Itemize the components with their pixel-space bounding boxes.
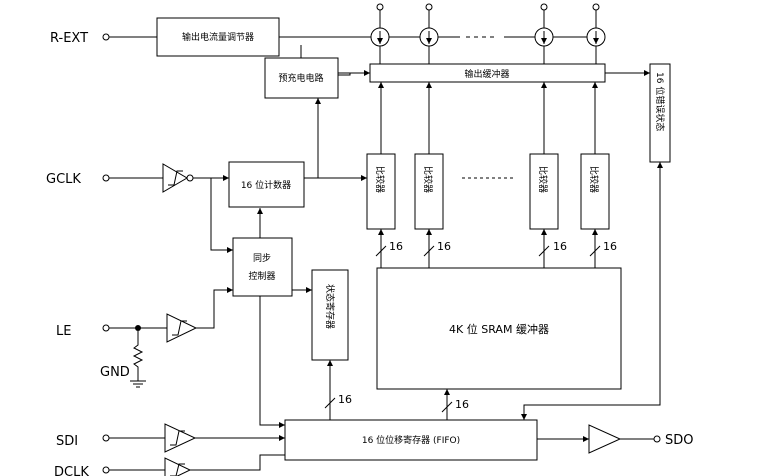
status-register-box: [311, 269, 349, 361]
sync-controller-box: [232, 237, 293, 297]
pin-label-rext: R-EXT: [50, 31, 88, 46]
bus-label-sram: 16: [455, 398, 469, 411]
sync-controller-label-2: 控制器: [248, 270, 275, 282]
sram-box: [376, 267, 622, 390]
sync-to-shift: [259, 296, 285, 428]
comparator-2-label: 比较器: [422, 166, 434, 193]
comparator-2-box: [414, 153, 444, 230]
sync-controller-label-1: 同步: [253, 253, 271, 264]
sdi-schmitt-buffer: [164, 423, 197, 453]
current-regulator-box: [156, 17, 280, 57]
comparator-1-label: 比较器: [374, 166, 386, 193]
pin-sdi-terminal: [102, 434, 110, 442]
bus-label-cmp2: 16: [437, 240, 451, 253]
pin-label-gnd: GND: [100, 365, 130, 380]
bus-label-cmp1: 16: [389, 240, 403, 253]
gnd-resistor: [132, 331, 144, 372]
comparator-1-box: [366, 153, 396, 230]
sram-label: 4K 位 SRAM 缓冲器: [449, 322, 549, 336]
error-status-label: 16 位错误状态: [654, 72, 666, 131]
pin-dclk-terminal: [102, 466, 110, 474]
output-buffer-label: 输出缓冲器: [464, 68, 509, 80]
pin-label-sdo: SDO: [665, 433, 694, 448]
bus-label-cmp4: 16: [603, 240, 617, 253]
le-to-sync: [196, 287, 233, 329]
precharge-box: [264, 57, 339, 99]
shift-register-label: 16 位位移寄存器 (FIFO): [362, 434, 460, 446]
pin-rext-terminal: [102, 33, 110, 41]
pin-label-sdi: SDI: [56, 434, 78, 449]
comparator-3-label: 比较器: [537, 166, 549, 193]
dclk-to-shift: [190, 454, 285, 471]
counter-box: [228, 161, 305, 208]
gclk-schmitt-inverter: [162, 163, 194, 193]
comparator-3-box: [529, 153, 559, 230]
comparator-4-box: [580, 153, 610, 230]
pin-le-terminal: [102, 324, 110, 332]
sdo-output-buffer: [588, 424, 622, 454]
le-junction-dot: [135, 325, 141, 331]
pin-label-le: LE: [56, 324, 71, 339]
pin-sdo-terminal: [653, 435, 661, 443]
output-current-sources: [279, 3, 606, 64]
pin-label-gclk: GCLK: [46, 172, 81, 187]
pin-gclk-terminal: [102, 174, 110, 182]
counter-label: 16 位计数器: [241, 179, 291, 191]
pin-label-dclk: DCLK: [54, 465, 89, 476]
current-regulator-label: 输出电流量调节器: [182, 31, 254, 43]
precharge-label: 预充电电路: [278, 72, 323, 84]
shift-register-box: [284, 419, 538, 461]
bus-label-cmp3: 16: [553, 240, 567, 253]
gclk-to-sync: [210, 178, 233, 253]
bus-label-status: 16: [338, 393, 352, 406]
dclk-schmitt-buffer: [164, 457, 192, 476]
status-register-label: 状态寄存器: [324, 284, 336, 329]
comparator-4-label: 比较器: [588, 166, 600, 193]
le-schmitt-buffer: [166, 313, 198, 343]
